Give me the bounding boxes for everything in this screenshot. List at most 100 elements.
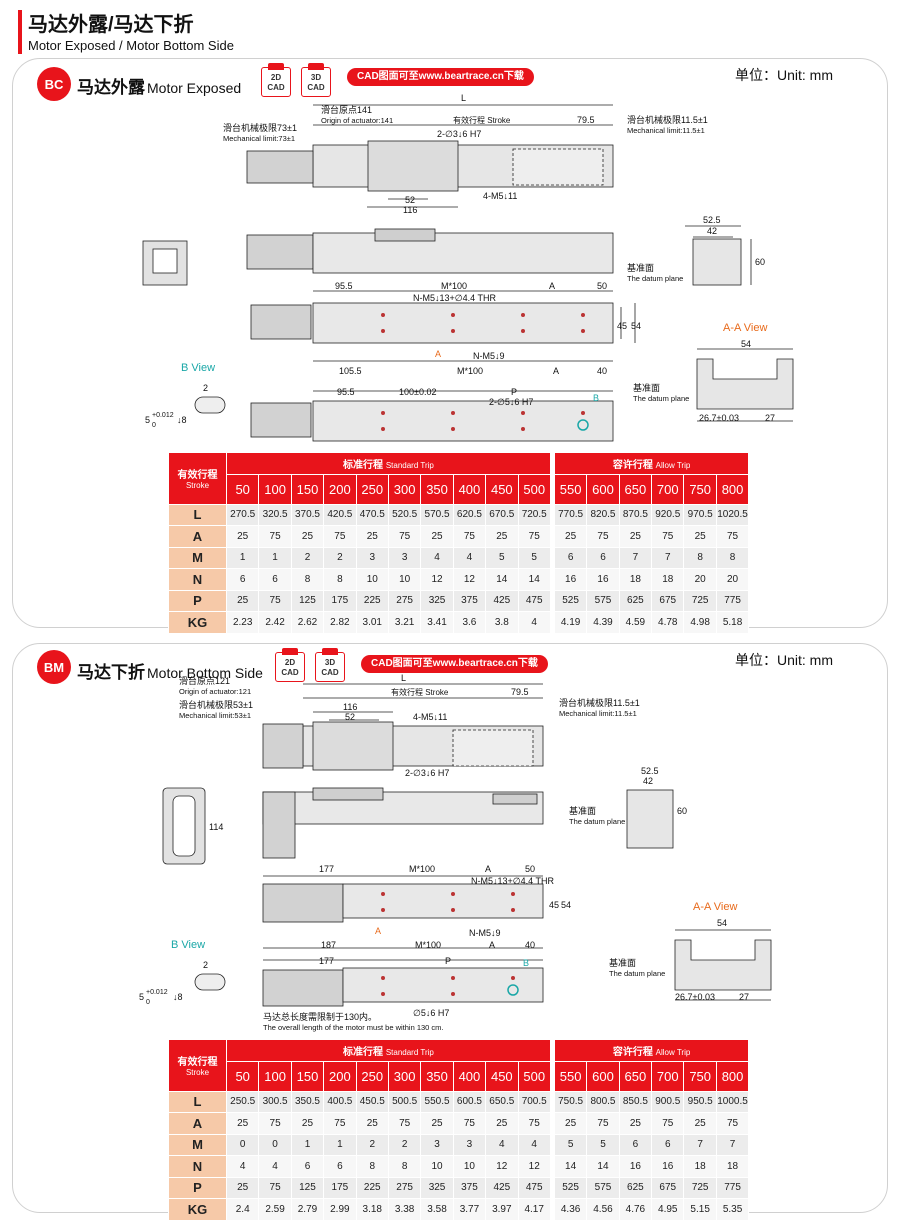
cad-download-link[interactable]: CAD图面可至www.beartrace.cn下载 [347,68,534,86]
m5-label: 4-M5↓11 [413,712,447,722]
dim-54: 54 [561,900,571,910]
aa-section [696,358,794,410]
table-cell: 4.39 [586,611,620,634]
table-cell: 4.98 [683,611,717,634]
table-cell: 5 [553,1133,588,1156]
stroke-label: 有效行程 Stroke [453,115,511,125]
table-cell: 7 [715,1133,750,1156]
accent-bar [18,10,22,54]
slider-limit-side [492,793,538,805]
page-header: 马达外露/马达下折 Motor Exposed / Motor Bottom S… [0,0,900,60]
table-cell: 225 [355,1176,389,1199]
end-view-right [692,238,742,286]
stroke-cell: 200 [323,473,357,505]
table-cell: 6 [553,546,588,569]
table-cell: 775 [715,1176,750,1199]
table-cell: 6 [323,1155,357,1178]
stroke-cell: 400 [452,473,487,505]
dim-40: 40 [597,366,607,376]
table-cell: 575 [586,1176,620,1199]
table-cell: 75 [586,525,620,548]
nm5thr-label: N-M5↓13+∅4.4 THR [471,876,554,886]
table-cell: 575 [586,589,620,612]
table-cell: 75 [517,1112,551,1135]
table-cell: 25 [618,1112,653,1135]
hole-marks [381,313,585,431]
table-cell: 75 [452,1112,487,1135]
dim-50: 50 [525,864,535,874]
end-view-motor [142,240,188,286]
allow-trip-header: 容许行程 Allow Trip [553,452,750,475]
row-label: L [168,1090,227,1113]
table-cell: 75 [586,1112,620,1135]
origin-en: Origin of actuator:121 [179,687,251,696]
table-cell: 20 [715,568,750,591]
table-cell: 670.5 [485,503,519,526]
b-view-slot [194,396,226,414]
section-title-cn: 马达下折 [77,663,145,682]
table-cell: 725 [683,1176,717,1199]
motor-end [262,723,304,769]
table-cell: 3 [452,1133,487,1156]
table-cell: 750.5 [553,1090,588,1113]
b-mark-circle [507,984,519,996]
table-cell: 18 [651,568,685,591]
table-cell: 475 [517,1176,551,1199]
stroke-cell: 750 [683,473,717,505]
aa-datum-en: The datum plane [633,394,689,403]
dim-A: A [549,281,555,291]
stroke-cell: 500 [517,1060,551,1092]
table-cell: 16 [553,568,588,591]
stroke-cell: 550 [553,1060,588,1092]
table-cell: 10 [387,568,422,591]
table-cell: 25 [420,1112,454,1135]
table-cell: 2.62 [290,611,325,634]
table-cell: 3.38 [387,1198,422,1221]
table-cell: 375 [452,589,487,612]
stroke-cell: 800 [715,1060,750,1092]
table-cell: 425 [485,589,519,612]
table-cell: 5.18 [715,611,750,634]
origin-en: Origin of actuator:141 [321,116,393,125]
stroke-cell: 650 [618,473,653,505]
datum-cn: 基准面 [569,805,596,816]
cad-download-link[interactable]: CAD图面可至www.beartrace.cn下载 [361,655,548,673]
table-cell: 2 [290,546,325,569]
stroke-cell: 350 [420,1060,454,1092]
dim-795: 79.5 [577,115,595,125]
stroke-cell: 50 [225,473,260,505]
aa-datum-cn: 基准面 [633,382,660,393]
section-badge: BC [37,67,71,101]
table-cell: 3.01 [355,611,389,634]
table-cell: 1 [323,1133,357,1156]
stroke-cell: 800 [715,473,750,505]
table-cell: 14 [553,1155,588,1178]
table-cell: 3.97 [485,1198,519,1221]
table-cell: 4 [258,1155,292,1178]
end-view-motor-inner [152,248,178,274]
pin5-label: ∅5↓6 H7 [413,1008,449,1018]
table-cell: 420.5 [323,503,357,526]
table-cell: 5.15 [683,1198,717,1221]
stroke-cell: 450 [485,1060,519,1092]
motor-side [246,234,314,270]
b-dim-0: 0 [152,422,156,429]
dim-50: 50 [597,281,607,291]
m5-label: 4-M5↓11 [483,191,517,201]
hole-pin-label: 2-∅3↓6 H7 [437,129,481,139]
table-cell: 125 [290,1176,325,1199]
table-cell: 425 [485,1176,519,1199]
b-mark: B [593,393,599,403]
table-cell: 800.5 [586,1090,620,1113]
table-cell: 520.5 [387,503,422,526]
table-cell: 275 [387,1176,422,1199]
table-cell: 75 [387,525,422,548]
stroke-cell: 550 [553,473,588,505]
actuator-plan-1 [342,883,544,919]
end-view-motor-inner [172,795,196,857]
